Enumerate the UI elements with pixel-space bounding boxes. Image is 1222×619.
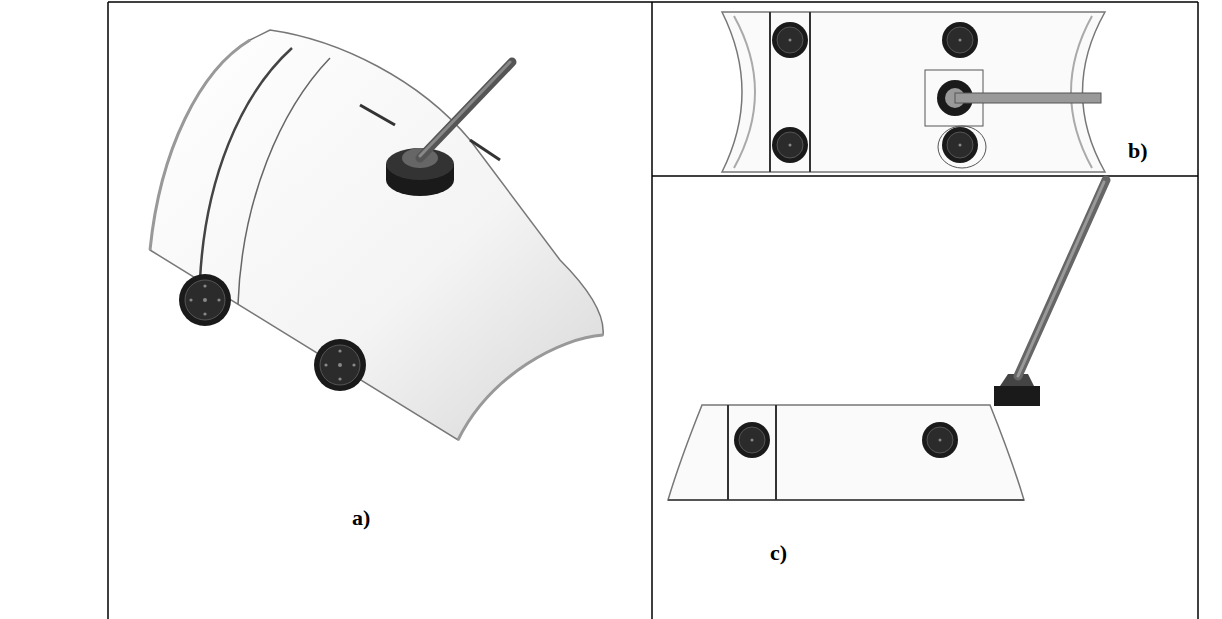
panel-label: c) (770, 540, 787, 566)
panel-frame (108, 2, 1198, 619)
panel-label: b) (1128, 138, 1148, 164)
panel-label: a) (352, 505, 370, 531)
top-view (722, 12, 1105, 172)
side-view (668, 180, 1106, 500)
isometric-view (150, 30, 603, 440)
